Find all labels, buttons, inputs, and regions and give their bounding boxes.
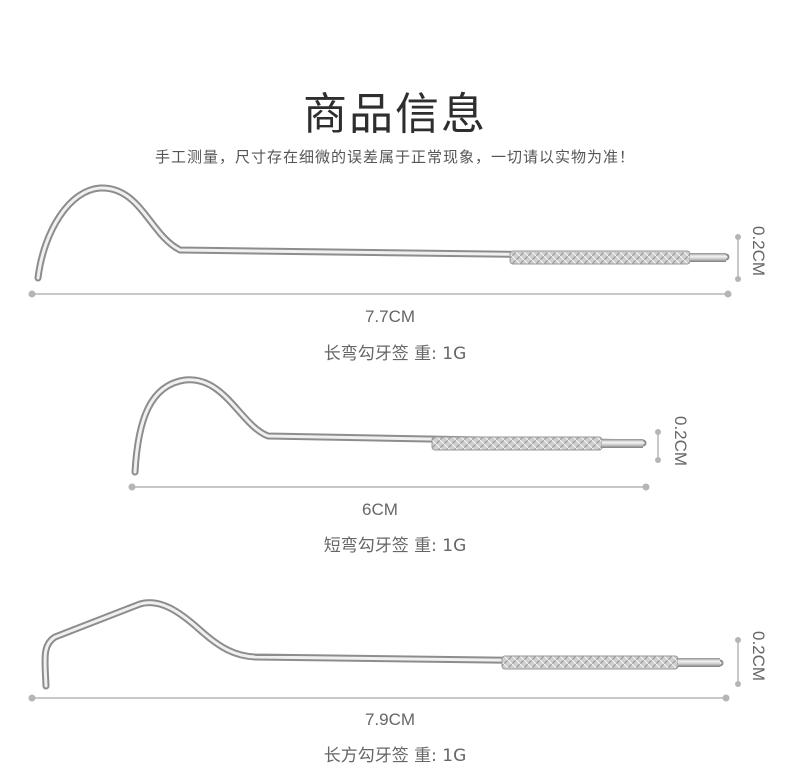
weight-label: 重: 1G	[414, 344, 467, 364]
length-label: 7.9CM	[364, 710, 416, 729]
product-name: 长方勾牙签	[323, 746, 409, 766]
product-name: 短弯勾牙签	[323, 536, 409, 556]
measurement-disclaimer: 手工测量，尺寸存在细微的误差属于正常现象，一切请以实物为准！	[154, 148, 635, 166]
length-label: 7.7CM	[364, 307, 416, 326]
product-caption: 长弯勾牙签 重: 1G	[290, 339, 500, 364]
length-label: 6CM	[362, 500, 398, 519]
product-caption: 长方勾牙签 重: 1G	[290, 741, 500, 766]
weight-label: 重: 1G	[414, 746, 467, 766]
product-name: 长弯勾牙签	[323, 344, 409, 364]
page-title: 商品信息	[303, 89, 487, 140]
weight-label: 重: 1G	[414, 536, 467, 556]
product-caption: 短弯勾牙签 重: 1G	[290, 531, 500, 556]
diameter-label: 0.2CM	[749, 631, 768, 682]
